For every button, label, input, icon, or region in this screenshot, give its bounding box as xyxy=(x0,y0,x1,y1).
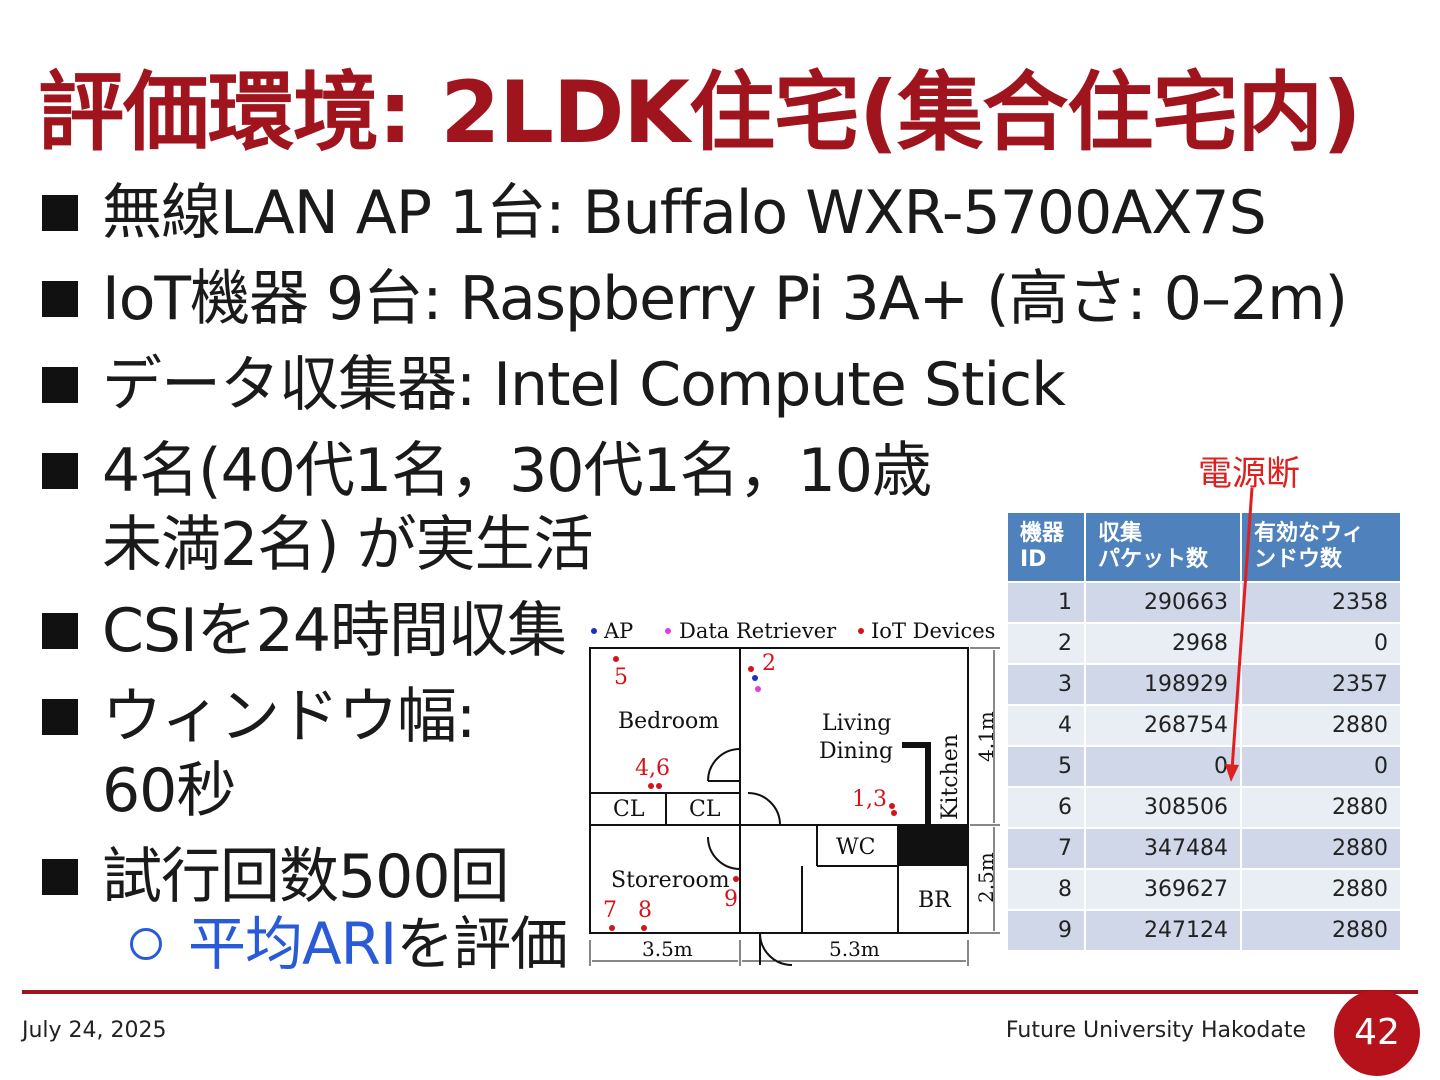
legend-iot: IoT Devices xyxy=(871,619,995,643)
room-dining: Dining xyxy=(819,739,893,764)
annotation-arrow xyxy=(1225,487,1254,782)
legend-ap: AP xyxy=(603,619,633,643)
floor-plan: AP Data Retriever IoT Devices Bedroom Li… xyxy=(589,619,1000,966)
square-bullet-icon xyxy=(42,195,78,231)
sub-bullet: 平均ARIを評価 xyxy=(188,904,568,984)
device-dot xyxy=(656,783,662,789)
room-closet-2: CL xyxy=(689,797,721,822)
device-dot xyxy=(613,656,619,662)
device-dot xyxy=(733,876,739,882)
col-header-windows: 有効なウィ ンドウ数 xyxy=(1240,511,1402,583)
device-label: 1,3 xyxy=(852,787,887,812)
dim-width-right: 5.3m xyxy=(829,937,880,961)
dim-height-upper: 4.1m xyxy=(974,711,998,762)
kitchen-counter xyxy=(902,742,931,825)
device-dot xyxy=(641,925,647,931)
room-kitchen: Kitchen xyxy=(938,734,963,820)
room-wc: WC xyxy=(836,835,875,860)
room-closet-1: CL xyxy=(613,797,645,822)
circle-bullet-icon xyxy=(130,928,162,960)
legend-retriever: Data Retriever xyxy=(679,619,837,643)
device-dot xyxy=(891,810,897,816)
footer-divider xyxy=(22,990,1418,994)
dimension-lines xyxy=(589,647,1000,966)
square-bullet-icon xyxy=(42,453,78,489)
room-living: Living xyxy=(822,711,891,736)
kitchen-appliance-block xyxy=(898,825,968,866)
dim-height-lower: 2.5m xyxy=(974,852,998,903)
col-header-packets: 収集 パケット数 xyxy=(1084,511,1242,583)
power-loss-annotation: 電源断 xyxy=(1198,454,1300,494)
device-dot xyxy=(889,803,895,809)
room-storeroom: Storeroom xyxy=(611,868,730,893)
square-bullet-icon xyxy=(42,859,78,895)
square-bullet-icon xyxy=(42,699,78,735)
device-dot xyxy=(648,783,654,789)
square-bullet-icon xyxy=(42,613,78,649)
device-dot xyxy=(609,925,615,931)
sub-bullet-highlight: 平均ARI xyxy=(188,910,397,978)
device-label: 9 xyxy=(724,887,738,912)
device-label: 7 xyxy=(603,898,617,923)
device-label: 2 xyxy=(762,651,776,676)
legend-retriever-dot xyxy=(665,628,671,634)
ap-dot xyxy=(752,675,758,681)
room-bathroom: BR xyxy=(918,888,952,913)
dim-width-left: 3.5m xyxy=(642,937,693,961)
square-bullet-icon xyxy=(42,367,78,403)
footer-date: July 24, 2025 xyxy=(22,1018,167,1043)
legend-ap-dot xyxy=(591,628,597,634)
slide-title: 評価環境: 2LDK住宅(集合住宅内) xyxy=(38,63,1362,163)
device-label: 5 xyxy=(614,665,628,690)
device-label: 8 xyxy=(638,898,652,923)
legend-iot-dot xyxy=(858,628,864,634)
device-label: 4,6 xyxy=(635,756,670,781)
footer-institution: Future University Hakodate xyxy=(1005,1018,1306,1043)
square-bullet-icon xyxy=(42,281,78,317)
arrow-head-icon xyxy=(1225,764,1239,782)
arrow-line xyxy=(1230,487,1254,771)
retriever-dot xyxy=(755,686,761,692)
device-dot xyxy=(748,666,754,672)
room-bedroom: Bedroom xyxy=(618,709,719,734)
table-header-row: 機器 ID 収集 パケット数 有効なウィ ンドウ数 xyxy=(1006,511,1402,583)
sub-bullet-rest: を評価 xyxy=(396,910,568,978)
page-number-badge: 42 xyxy=(1334,990,1420,1076)
col-header-device-id: 機器 ID xyxy=(1006,511,1086,583)
